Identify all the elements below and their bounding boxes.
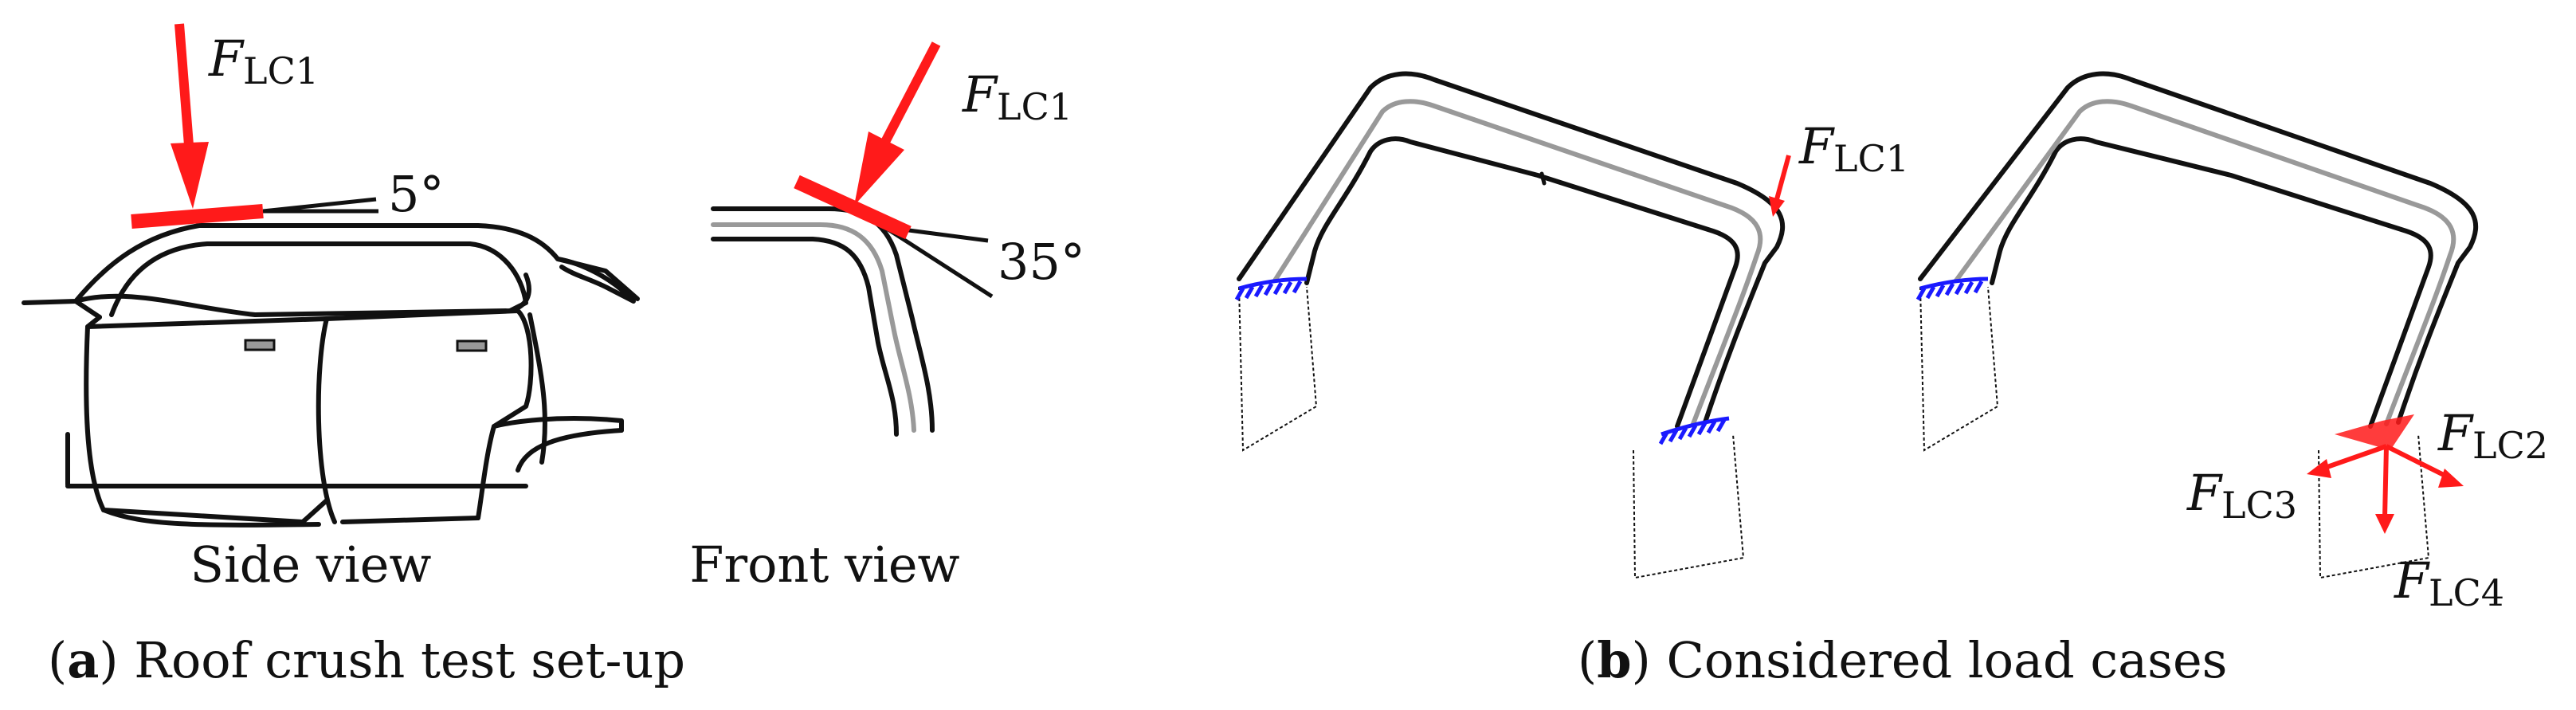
side-plate [131,204,264,229]
front-view-caption: Front view [689,535,959,594]
frame-lc1-force-label: FLC1 [1798,117,1909,180]
side-force-label: FLC1 [208,29,319,92]
frame-lc1 [1237,71,1786,429]
front-angle-label: 35° [998,233,1085,291]
side-angle-label: 5° [388,165,444,223]
front-plate [794,175,912,240]
door-handle-rear [456,339,488,352]
side-force-arrow [171,23,209,209]
force-arrow-lc4 [2375,445,2394,534]
frame-lc1-force-arrow [1769,155,1791,217]
front-angle-lines [883,225,994,299]
frame-lc1-supports [1234,277,1730,445]
door-handle-front [244,339,276,351]
frame-lc234-support-blocks [1919,286,2430,579]
force-label-lc2: FLC2 [2437,404,2548,467]
front-force-label: FLC1 [962,65,1072,128]
front-view-pillar [711,206,935,437]
force-label-lc4: FLC4 [2394,551,2504,614]
frame-lc1-support-blocks [1238,286,1745,579]
side-view-caption: Side view [190,535,431,594]
side-view-car [22,223,640,528]
side-angle-lines [262,197,378,214]
frame-lc234-load-zone [2335,414,2414,450]
frame-lc234-supports [1915,277,1989,301]
front-force-arrow [854,41,941,206]
caption-a: (a) Roof crush test set-up [48,631,685,689]
force-arrow-lc2 [2385,444,2464,488]
frame-lc234 [1918,71,2479,429]
force-label-lc3: FLC3 [2186,464,2297,527]
caption-b: (b) Considered load cases [1578,631,2227,689]
force-arrow-lc3 [2307,444,2387,478]
